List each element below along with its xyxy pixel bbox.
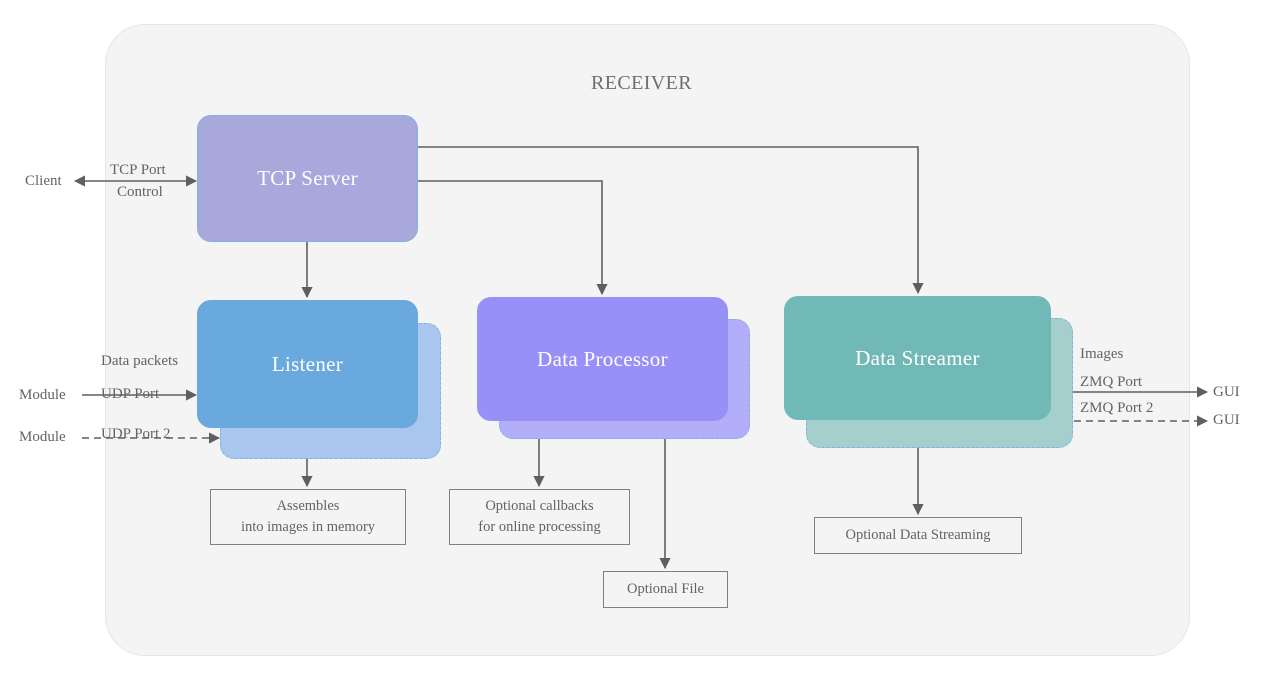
edge-label-zmq-port-2: ZMQ Port 2 xyxy=(1080,400,1154,416)
endpoint-gui-1: GUI xyxy=(1213,384,1240,400)
edge-label-udp-port: UDP Port xyxy=(101,386,160,402)
note-optional-callbacks: Optional callbacks for online processing xyxy=(449,489,630,545)
node-tcp-server[interactable]: TCP Server xyxy=(197,115,418,242)
endpoint-gui-2: GUI xyxy=(1213,412,1240,428)
endpoint-client: Client xyxy=(25,173,62,189)
node-listener[interactable]: Listener xyxy=(197,300,418,428)
edge-label-control: Control xyxy=(117,184,163,200)
node-tcp-server-label: TCP Server xyxy=(257,166,358,190)
node-data-processor[interactable]: Data Processor xyxy=(477,297,728,421)
note-optional-file: Optional File xyxy=(603,571,728,608)
node-data-streamer[interactable]: Data Streamer xyxy=(784,296,1051,420)
endpoint-module-2: Module xyxy=(19,429,66,445)
node-data-processor-label: Data Processor xyxy=(537,346,668,371)
edge-label-data-packets: Data packets xyxy=(101,353,179,369)
edge-label-images: Images xyxy=(1080,346,1124,362)
node-data-streamer-label: Data Streamer xyxy=(855,345,980,370)
receiver-title: RECEIVER xyxy=(591,72,692,94)
endpoint-module-1: Module xyxy=(19,387,66,403)
node-listener-label: Listener xyxy=(271,351,344,376)
edge-label-tcp-port: TCP Port xyxy=(110,162,166,178)
note-assembles: Assembles into images in memory xyxy=(210,489,406,545)
edge-label-zmq-port: ZMQ Port xyxy=(1080,374,1143,390)
edge-label-udp-port-2: UDP Port 2 xyxy=(101,426,171,442)
note-optional-data-streaming: Optional Data Streaming xyxy=(814,517,1022,554)
